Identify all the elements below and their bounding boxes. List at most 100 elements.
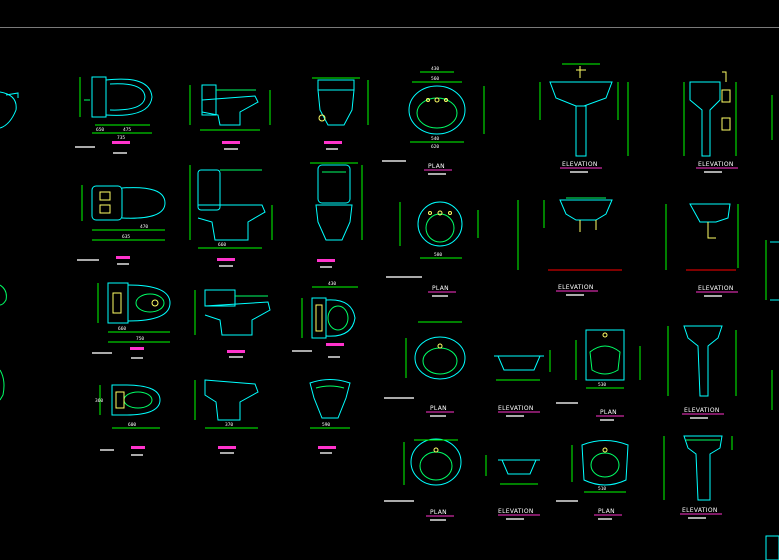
wall-basin-elevation <box>517 197 622 271</box>
smart-toilet-plan <box>301 286 358 339</box>
caption-text <box>566 294 584 296</box>
title-bar <box>116 256 130 259</box>
dim-text: 540 <box>431 136 439 142</box>
caption-text <box>704 171 722 173</box>
dim-text: 470 <box>140 224 148 230</box>
view-label-plan: PLAN <box>428 163 445 170</box>
caption-text <box>570 171 588 173</box>
caption-text <box>428 173 446 175</box>
caption-text <box>229 356 243 358</box>
caption-text <box>430 415 446 417</box>
caption-text <box>220 452 234 454</box>
dim-text: 510 <box>598 486 606 492</box>
caption-text <box>326 148 338 150</box>
title-bar <box>131 446 145 449</box>
wall-basin-side-elevation <box>665 203 739 271</box>
title-bar <box>130 347 144 350</box>
bidet-side-elevation <box>194 379 259 429</box>
view-label-elevation: ELEVATION <box>698 285 734 292</box>
note-text <box>292 350 312 352</box>
caption-text <box>131 454 143 456</box>
toilet-side-elevation-1 <box>189 84 271 131</box>
dim-text: 430 <box>328 281 336 287</box>
note-text <box>384 500 414 502</box>
dim-text: 750 <box>136 336 144 342</box>
note-text <box>77 259 99 261</box>
dim-text: 360 <box>95 398 103 404</box>
dim-text: 560 <box>431 76 439 82</box>
pedestal-basin-side-elevation-1 <box>683 71 737 157</box>
view-label-elevation: ELEVATION <box>698 161 734 168</box>
partial-fixture-left-1 <box>0 91 19 129</box>
dim-text: 430 <box>431 66 439 72</box>
bidet-front-elevation <box>309 379 351 429</box>
caption-text <box>600 419 614 421</box>
note-text <box>556 402 578 404</box>
bidet-plan <box>99 384 161 429</box>
caption-text <box>117 263 129 265</box>
title-bar <box>112 141 130 144</box>
counter-basin-elevation-2 <box>485 455 540 485</box>
caption-text <box>506 415 524 417</box>
partial-fixture-left-2 <box>0 284 7 401</box>
title-bar <box>326 343 344 346</box>
caption-text <box>688 517 706 519</box>
dim-text: 590 <box>322 422 330 428</box>
caption-text <box>690 417 708 419</box>
basin-plan-4 <box>403 438 462 486</box>
partial-fixture-right <box>765 95 779 560</box>
title-bar <box>324 141 342 144</box>
title-bar <box>217 258 235 261</box>
view-label-plan: PLAN <box>600 409 617 416</box>
caption-text <box>598 518 612 520</box>
dim-text: 475 <box>123 127 131 133</box>
note-text <box>100 449 114 451</box>
caption-text <box>704 295 722 297</box>
view-label-plan: PLAN <box>430 405 447 412</box>
pedestal-basin-side-elevation-3 <box>663 435 733 501</box>
basin-plan-3 <box>405 321 466 380</box>
toilet-plan-3 <box>97 282 171 343</box>
view-label-plan: PLAN <box>430 509 447 516</box>
view-label-elevation: ELEVATION <box>684 407 720 414</box>
pedestal-basin-side-elevation-2 <box>667 325 737 397</box>
caption-text <box>131 357 143 359</box>
dim-text: 635 <box>122 234 130 240</box>
caption-text <box>320 452 332 454</box>
caption-text <box>320 266 332 268</box>
caption-text <box>224 148 238 150</box>
view-label-elevation: ELEVATION <box>558 284 594 291</box>
view-label-plan: PLAN <box>598 508 615 515</box>
title-bar <box>318 446 336 449</box>
title-bar <box>222 141 240 144</box>
toilet-plan-1 <box>79 76 153 134</box>
toilet-plan-2 <box>81 185 166 241</box>
caption-text <box>328 356 340 358</box>
toilet-side-elevation-3 <box>194 289 271 336</box>
dim-text: 650 <box>96 127 104 133</box>
dim-text: 660 <box>218 242 226 248</box>
note-text <box>386 276 422 278</box>
toilet-front-elevation-1 <box>312 77 369 126</box>
caption-text <box>219 265 233 267</box>
pedestal-basin-elevation-1 <box>539 63 629 157</box>
view-label-plan: PLAN <box>432 285 449 292</box>
caption-text <box>432 295 448 297</box>
wall-basin-plan-2 <box>571 440 629 493</box>
counter-basin-elevation-1 <box>494 350 551 381</box>
title-bar <box>227 350 245 353</box>
dim-text: 600 <box>128 422 136 428</box>
dim-text: 620 <box>431 144 439 150</box>
toilet-front-elevation-2 <box>310 162 363 241</box>
title-bar <box>317 259 335 262</box>
drawing-border-line <box>0 27 779 28</box>
note-text <box>92 352 112 354</box>
caption-text <box>506 518 524 520</box>
basin-plan-2 <box>399 201 479 259</box>
note-text <box>556 500 578 502</box>
view-label-elevation: ELEVATION <box>498 508 534 515</box>
wall-basin-plan-1 <box>575 329 641 389</box>
basin-plan-1 <box>408 71 485 143</box>
toilet-side-elevation-2 <box>189 165 273 249</box>
